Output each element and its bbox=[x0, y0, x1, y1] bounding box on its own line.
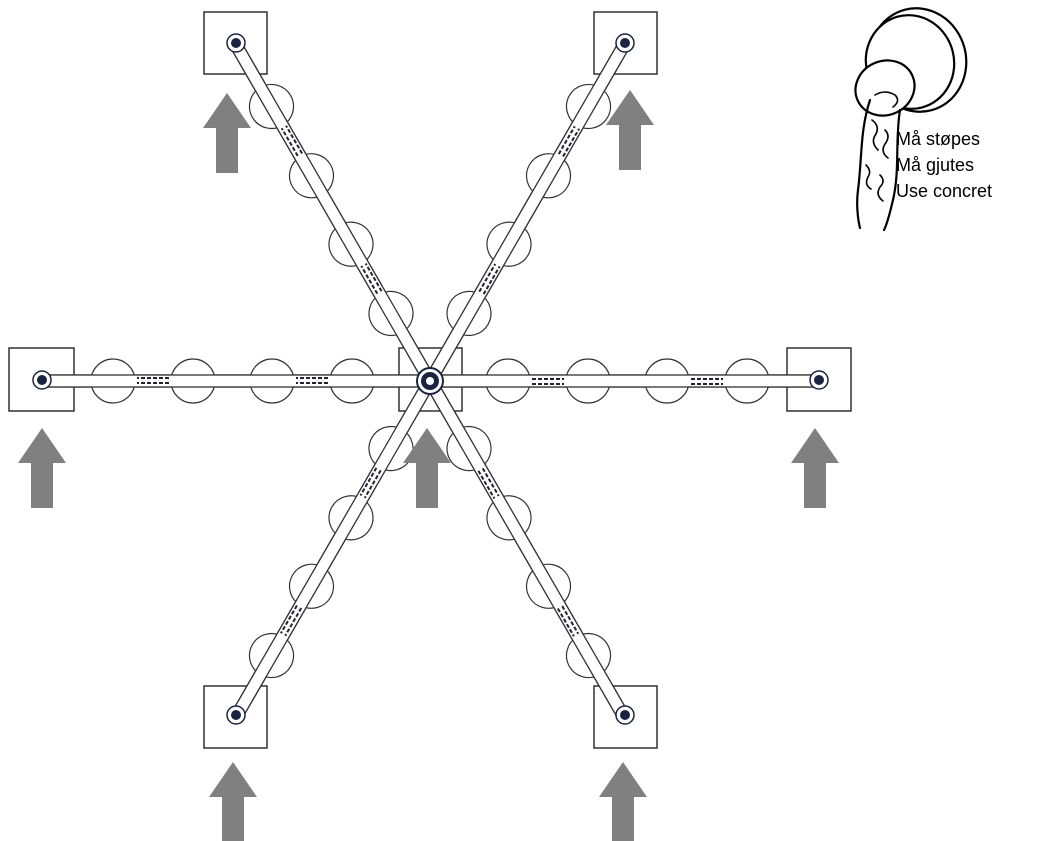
anchor-right bbox=[809, 370, 829, 390]
arm-lower-right bbox=[409, 369, 646, 731]
anchor-top-right bbox=[615, 33, 635, 53]
arrow-top-left bbox=[203, 93, 251, 173]
anchor-bottom-left bbox=[226, 705, 246, 725]
concrete-bucket-pour-icon bbox=[854, 7, 968, 232]
concrete-note: Må støpes Må gjutes Use concret bbox=[896, 126, 1056, 204]
arm-left bbox=[39, 358, 431, 404]
arm-right bbox=[429, 358, 821, 404]
arm-upper-right bbox=[409, 31, 646, 393]
anchor-top-left bbox=[226, 33, 246, 53]
arm-lower-left bbox=[214, 369, 451, 731]
anchor-left bbox=[32, 370, 52, 390]
arrow-bottom-left bbox=[209, 762, 257, 841]
anchor-bottom-right bbox=[615, 705, 635, 725]
arrow-right bbox=[791, 428, 839, 508]
arrow-top-right bbox=[606, 90, 654, 170]
concrete-note-line-3: Use concret bbox=[896, 181, 993, 201]
anchor-center bbox=[416, 367, 444, 395]
concrete-note-line-2: Må gjutes bbox=[896, 155, 975, 175]
arrow-left bbox=[18, 428, 66, 508]
arrow-bottom-right bbox=[599, 762, 647, 841]
concrete-note-line-1: Må støpes bbox=[896, 129, 981, 149]
arm-upper-left bbox=[214, 31, 451, 393]
